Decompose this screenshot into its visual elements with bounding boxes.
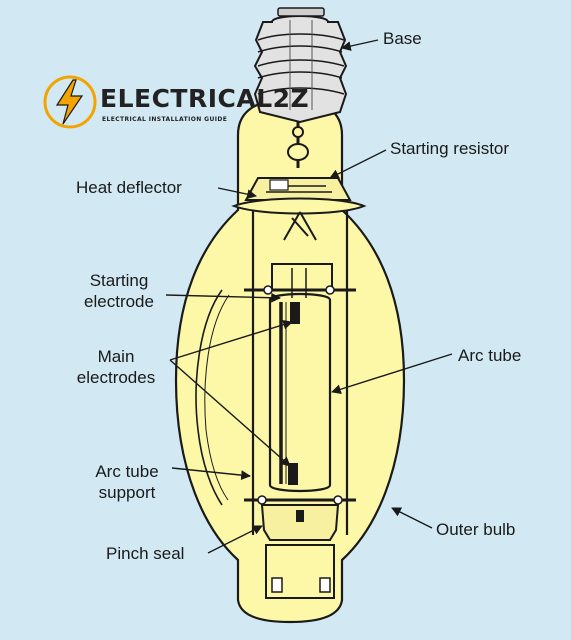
label-pinch-seal: Pinch seal (106, 544, 185, 563)
leader-arc-tube (331, 353, 453, 395)
leader-main-electrode-top (169, 319, 293, 361)
label-starting-resistor: Starting resistor (390, 139, 510, 158)
leader-base (341, 39, 379, 51)
screw-base (253, 7, 348, 124)
logo-subtitle: ELECTRICAL INSTALLATION GUIDE (102, 116, 228, 123)
logo-title: ELECTRICAL2Z (100, 84, 310, 113)
label-main-electrodes: Main electrodes (64, 346, 168, 388)
leader-pinch-seal (207, 525, 263, 554)
label-arc-tube-support-line2: support (98, 483, 156, 502)
arc-tube (268, 268, 332, 493)
label-starting-electrode-line2: electrode (84, 292, 154, 311)
label-main-electrodes-line1: Main (97, 347, 135, 366)
heat-deflector-assembly (231, 177, 367, 241)
leader-main-electrode-bottom (169, 359, 291, 467)
label-arc-tube: Arc tube (458, 346, 522, 365)
label-arc-tube-support-line1: Arc tube (95, 462, 159, 481)
electrical2z-logo: ELECTRICAL2Z ELECTRICAL INSTALLATION GUI… (42, 72, 309, 132)
leader-starting-resistor (329, 149, 387, 179)
lightning-bolt-icon (43, 75, 97, 129)
label-heat-deflector: Heat deflector (76, 178, 182, 197)
label-main-electrodes-line2: electrodes (76, 368, 156, 387)
label-base: Base (383, 29, 422, 48)
leader-starting-electrode (165, 292, 281, 303)
leader-heat-deflector (217, 187, 257, 199)
label-starting-electrode: Starting electrode (72, 270, 166, 312)
leader-outer-bulb (391, 507, 433, 529)
leader-arc-tube-support (171, 467, 251, 480)
label-starting-electrode-line1: Starting (89, 271, 149, 290)
label-outer-bulb: Outer bulb (436, 520, 516, 539)
label-arc-tube-support: Arc tube support (80, 461, 174, 503)
